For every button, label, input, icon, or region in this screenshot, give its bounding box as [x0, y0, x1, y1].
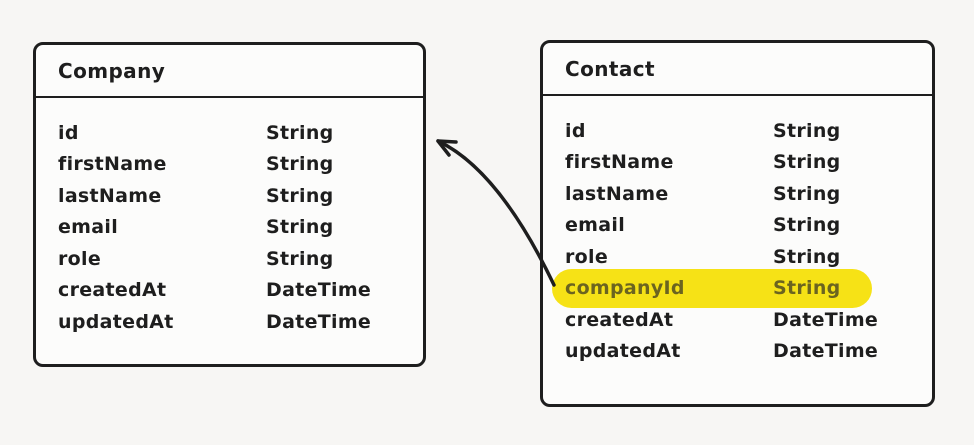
- field-row-companyId-highlighted: companyId String: [552, 269, 932, 308]
- field-type: String: [773, 119, 841, 142]
- entity-contact-header: Contact: [543, 43, 932, 96]
- field-row-role: role String: [58, 243, 423, 275]
- field-name: createdAt: [565, 308, 674, 331]
- entity-contact-title: Contact: [565, 56, 655, 81]
- field-row-firstName: firstName String: [565, 147, 932, 179]
- field-type: DateTime: [773, 340, 879, 363]
- field-name: firstName: [58, 153, 167, 176]
- entity-company-title: Company: [58, 58, 166, 83]
- field-type: String: [266, 184, 334, 207]
- field-row-createdAt: createdAt DateTime: [58, 275, 423, 307]
- field-row-updatedAt: updatedAt DateTime: [58, 306, 423, 338]
- field-name: role: [565, 245, 609, 268]
- field-type: DateTime: [773, 308, 879, 331]
- field-type: String: [773, 214, 841, 237]
- entity-contact-fields: id String firstName String lastName Stri…: [543, 96, 932, 367]
- entity-contact[interactable]: Contact id String firstName String lastN…: [540, 40, 935, 407]
- field-row-email: email String: [565, 210, 932, 242]
- field-type: String: [773, 182, 841, 205]
- field-name: id: [58, 121, 79, 144]
- field-type: String: [773, 151, 841, 174]
- arrow-curve: [436, 139, 556, 287]
- field-type: String: [773, 277, 841, 300]
- field-row-firstName: firstName String: [58, 149, 423, 181]
- field-type: DateTime: [266, 279, 372, 302]
- field-row-lastName: lastName String: [565, 178, 932, 210]
- field-row-id: id String: [58, 117, 423, 149]
- field-type: String: [266, 216, 334, 239]
- field-name: updatedAt: [58, 310, 174, 333]
- field-row-updatedAt: updatedAt DateTime: [565, 336, 932, 368]
- field-row-lastName: lastName String: [58, 180, 423, 212]
- field-name: companyId: [565, 277, 685, 300]
- field-name: id: [565, 119, 586, 142]
- field-name: lastName: [58, 184, 162, 207]
- field-type: DateTime: [266, 310, 372, 333]
- field-name: email: [565, 214, 626, 237]
- field-name: firstName: [565, 151, 674, 174]
- field-name: createdAt: [58, 279, 167, 302]
- field-name: role: [58, 247, 102, 270]
- field-type: String: [266, 153, 334, 176]
- entity-company-fields: id String firstName String lastName Stri…: [36, 98, 423, 338]
- field-name: lastName: [565, 182, 669, 205]
- entity-company-header: Company: [36, 45, 423, 98]
- entity-company[interactable]: Company id String firstName String lastN…: [33, 42, 426, 367]
- field-type: String: [266, 121, 334, 144]
- field-name: updatedAt: [565, 340, 681, 363]
- field-name: email: [58, 216, 119, 239]
- field-row-id: id String: [565, 115, 932, 147]
- field-row-createdAt: createdAt DateTime: [565, 304, 932, 336]
- arrow-head-icon: [436, 139, 458, 157]
- field-row-email: email String: [58, 212, 423, 244]
- field-row-role: role String: [565, 241, 932, 273]
- field-type: String: [773, 245, 841, 268]
- highlight-pill[interactable]: [552, 269, 872, 308]
- field-type: String: [266, 247, 334, 270]
